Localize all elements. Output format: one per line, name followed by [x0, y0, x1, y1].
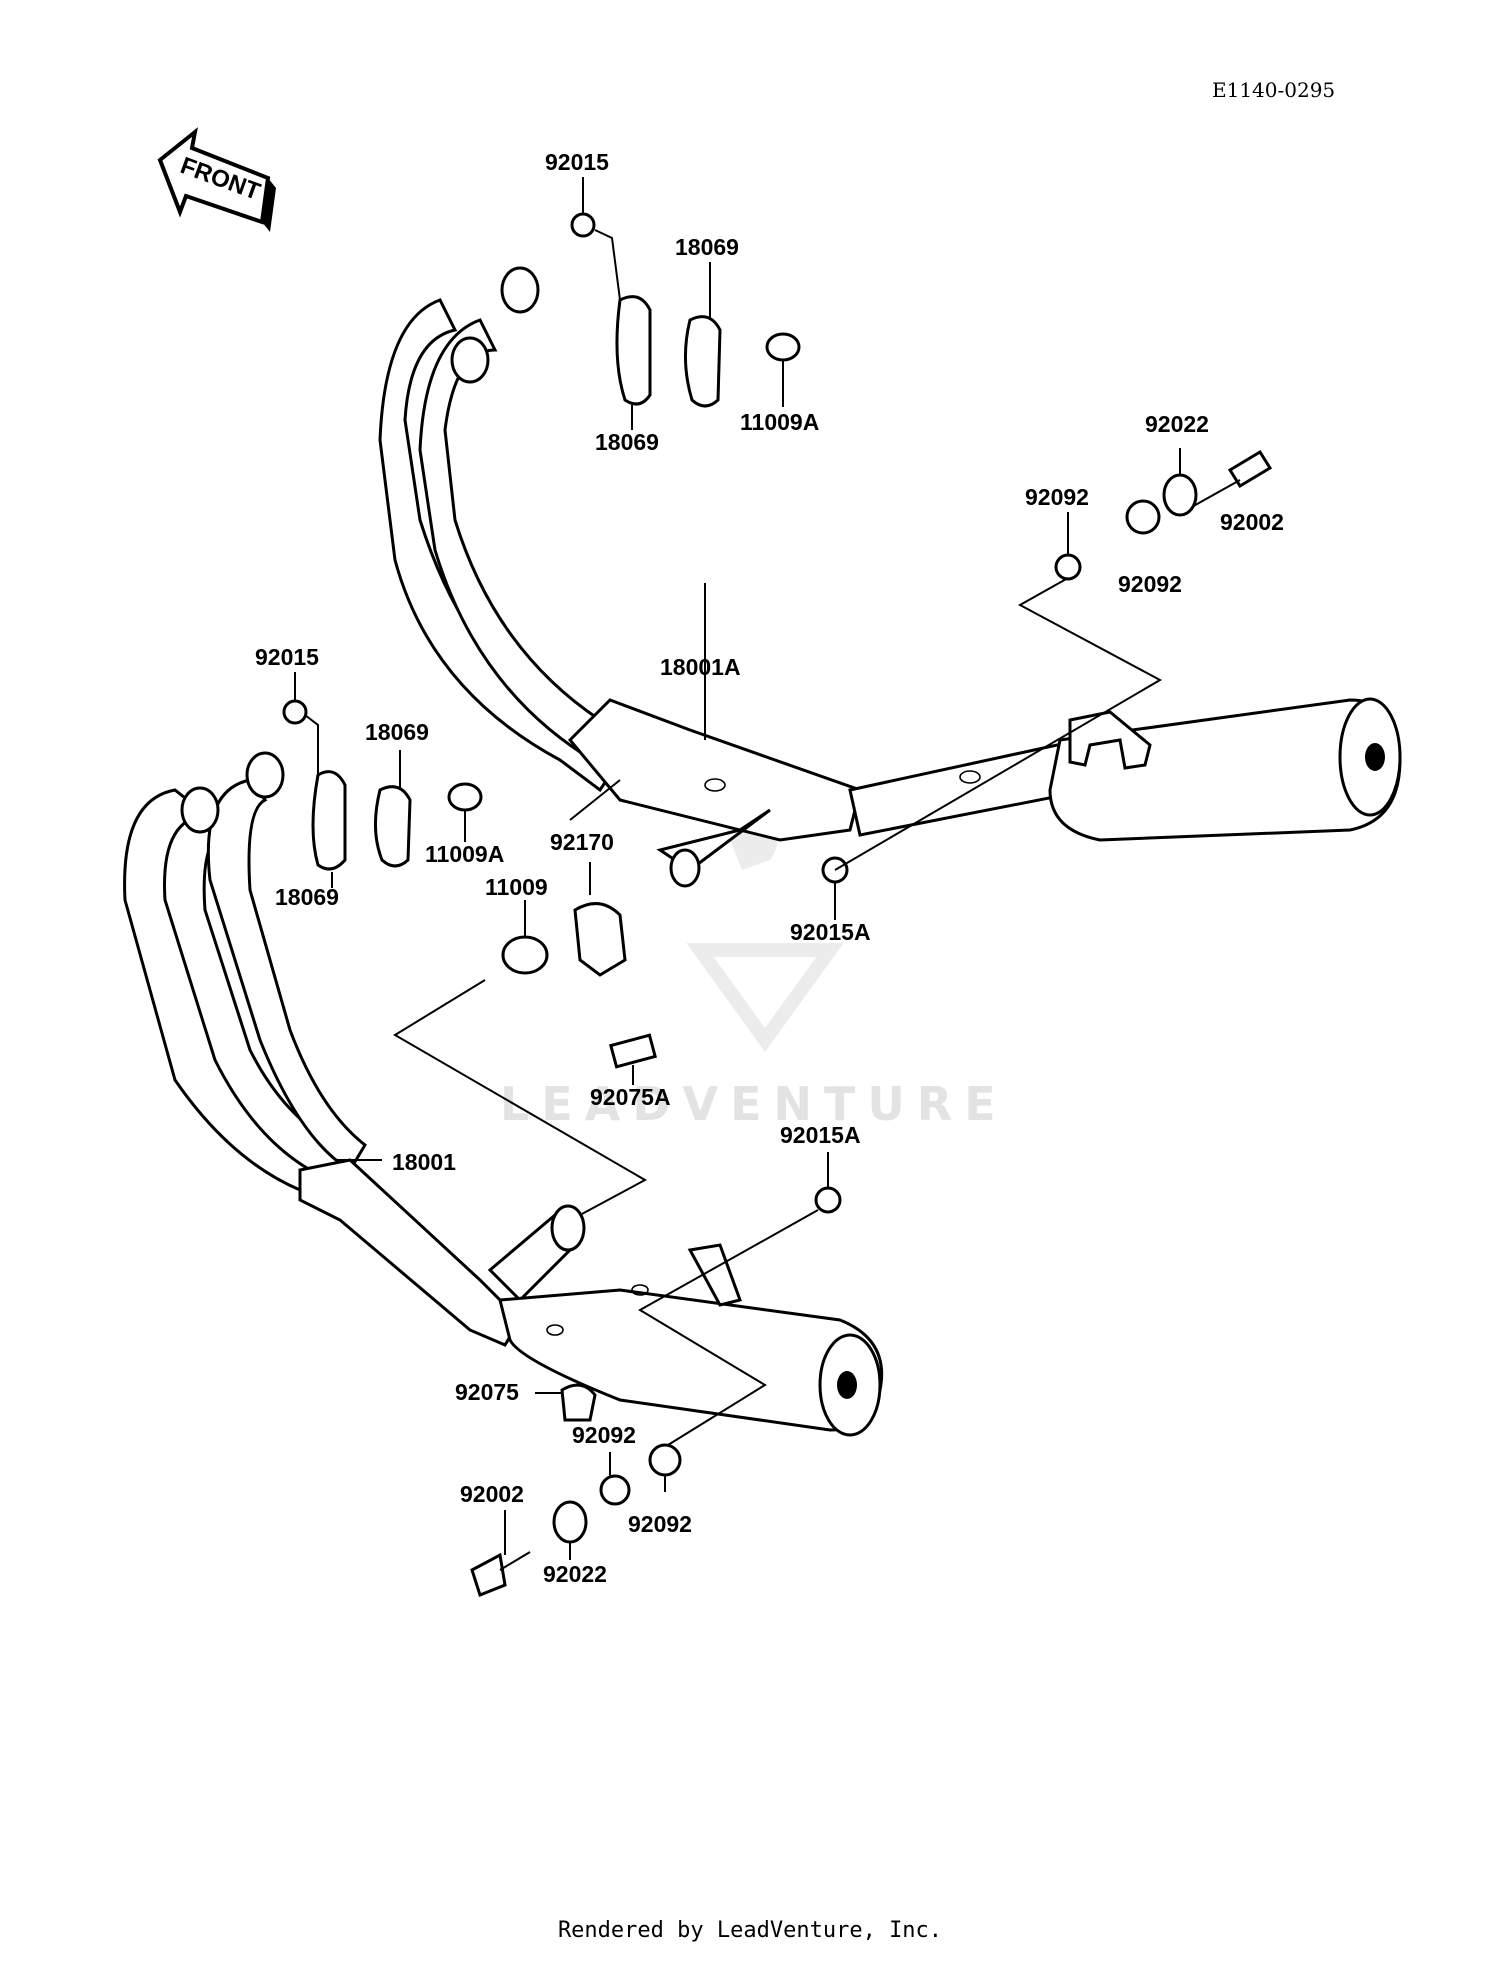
label-92170: 92170: [550, 829, 614, 855]
label-11009A-left: 11009A: [425, 841, 504, 867]
diagram-code: E1140-0295: [1212, 78, 1336, 102]
label-92015A-mid: 92015A: [790, 919, 871, 945]
label-92022-left: 92022: [543, 1561, 607, 1587]
nut-92015-left: [282, 699, 308, 725]
bolt-92002-right: [1227, 449, 1273, 489]
label-92075A: 92075A: [590, 1084, 671, 1110]
label-92075: 92075: [455, 1379, 519, 1405]
exhaust-pipe-18001: [123, 751, 884, 1437]
label-11009A-top: 11009A: [740, 409, 819, 435]
nut-92092-right-1: [1125, 499, 1161, 535]
nut-92015A-low: [814, 1186, 842, 1214]
label-92092-right-1: 92092: [1025, 484, 1089, 510]
label-18069-left-right: 18069: [365, 719, 429, 745]
label-18001: 18001: [392, 1149, 456, 1175]
flange-18069-top-left: [615, 295, 652, 406]
washer-92022-left: [552, 1500, 588, 1544]
nut-92092-left-2: [648, 1443, 682, 1477]
clamp-92170: [573, 902, 627, 977]
washer-92022-right: [1162, 473, 1198, 517]
grommet-92075: [560, 1383, 597, 1422]
footer-credit: Rendered by LeadVenture, Inc.: [557, 1918, 943, 1943]
flange-18069-top-right: [684, 315, 722, 408]
label-11009: 11009: [485, 874, 548, 900]
watermark-text: LEADVENTURE: [500, 1077, 1008, 1131]
flange-18069-left-1: [311, 770, 347, 871]
label-92092-right-2: 92092: [1118, 571, 1182, 597]
flange-18069-left-2: [373, 785, 412, 868]
label-92092-left-2: 92092: [628, 1511, 692, 1537]
gasket-11009A-left: [447, 782, 483, 812]
front-arrow-icon: FRONT: [157, 127, 276, 232]
label-92092-left-1: 92092: [572, 1422, 636, 1448]
nut-92092-right-2: [1054, 553, 1082, 581]
label-92015-top: 92015: [545, 149, 609, 175]
label-18069-top-right: 18069: [675, 234, 739, 260]
exhaust-pipe-18001A: [378, 266, 1402, 888]
label-18069-left-left: 18069: [275, 884, 339, 910]
label-18069-top-left: 18069: [595, 429, 659, 455]
label-92002-right: 92002: [1220, 509, 1284, 535]
bolt-92002-left: [470, 1552, 507, 1597]
gasket-11009: [501, 935, 549, 975]
label-92015A-low: 92015A: [780, 1122, 861, 1148]
gasket-11009A-top: [765, 332, 801, 362]
pad-92075A: [608, 1033, 658, 1069]
label-92002-left: 92002: [460, 1481, 524, 1507]
label-18001A: 18001A: [660, 654, 741, 680]
label-92022-right: 92022: [1145, 411, 1209, 437]
watermark: LEADVENTURE: [500, 795, 1008, 1131]
leader-lines: [294, 177, 1181, 1560]
part-labels: 92015 18069 18069 11009A 92022 92002 920…: [255, 149, 1284, 1587]
label-92015-left: 92015: [255, 644, 319, 670]
nut-92092-left-1: [599, 1474, 631, 1506]
nut-92015-top: [570, 212, 596, 238]
